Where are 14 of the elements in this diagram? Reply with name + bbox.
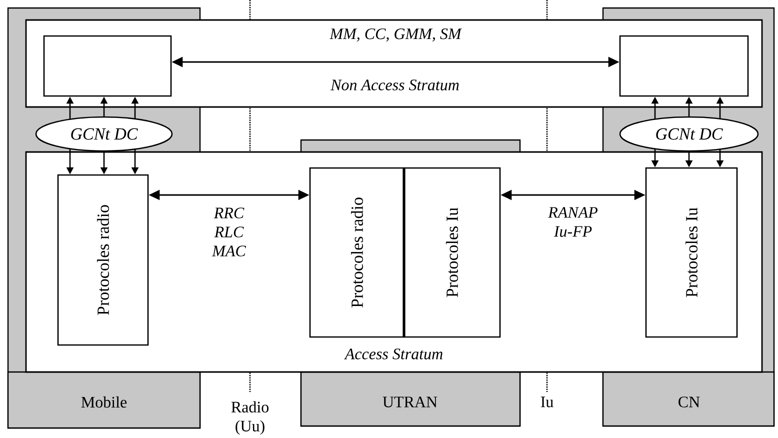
entity-box — [619, 35, 749, 97]
edge-label: RRC RLC MAC — [211, 206, 247, 258]
domain-band: UTRAN — [300, 371, 521, 427]
protocol-box: Protocoles radio — [57, 174, 149, 346]
edge-label: MM, CC, GMM, SM — [328, 27, 462, 43]
domain-band: CN — [602, 371, 775, 427]
domain-band: Mobile — [7, 371, 201, 429]
protocol-box: Protocoles Iu — [645, 167, 738, 338]
interface-label: Iu — [540, 396, 554, 408]
entity-box — [43, 35, 172, 97]
protocol-box: Protocoles radio — [309, 167, 405, 338]
edge-label: RANAP Iu-FP — [545, 206, 601, 238]
protocol-box: Protocoles Iu — [402, 167, 501, 338]
interface-label: Radio (Uu) — [231, 401, 268, 435]
